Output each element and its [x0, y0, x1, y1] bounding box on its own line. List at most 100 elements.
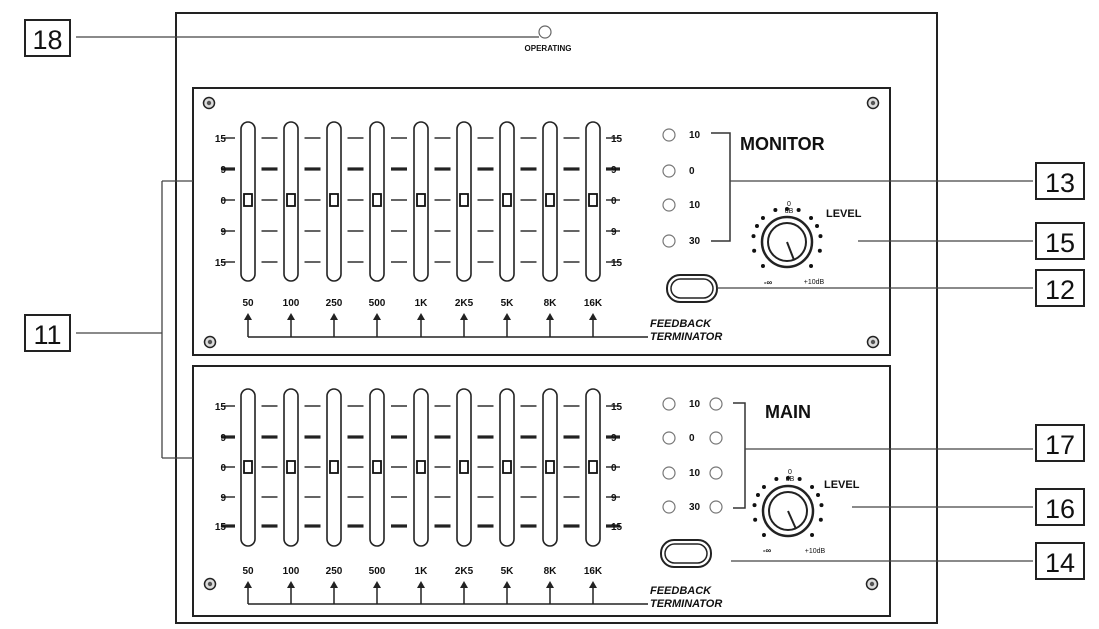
eq-frequency-label: 8K — [544, 298, 558, 309]
eq-arrow-head — [589, 313, 597, 320]
main-led-left — [662, 466, 676, 480]
eq-scale-label-left: 15 — [215, 258, 227, 269]
eq-slider-handle[interactable] — [502, 193, 512, 207]
screw-center — [870, 339, 876, 345]
knob-scale-dot — [774, 477, 779, 482]
eq-scale-label-left: 9 — [220, 165, 226, 176]
eq-scale-label-right: 9 — [611, 165, 617, 176]
eq-slider-handle[interactable] — [545, 460, 555, 474]
main-led-left — [662, 397, 676, 411]
eq-arrow-head — [546, 581, 554, 588]
main-feedback-label: FEEDBACK — [650, 585, 712, 597]
eq-scale-label-left: 9 — [220, 493, 226, 504]
main-led-label-10: 10 — [689, 399, 701, 410]
main-panel — [192, 365, 891, 617]
eq-slider-handle[interactable] — [459, 193, 469, 207]
eq-slider-handle[interactable] — [329, 460, 339, 474]
outer-housing — [175, 12, 938, 624]
callout-17: 17 — [1035, 424, 1085, 462]
eq-scale-label-right: 0 — [611, 196, 617, 207]
eq-slider-handle[interactable] — [243, 193, 253, 207]
operating-led — [538, 25, 552, 39]
eq-slider-handle[interactable] — [286, 460, 296, 474]
eq-arrow-head — [287, 581, 295, 588]
knob-scale-dot — [753, 517, 758, 522]
monitor-knob-top-unit: dB — [785, 208, 794, 215]
eq-frequency-label: 5K — [501, 566, 515, 577]
eq-scale-label-right: 15 — [611, 402, 623, 413]
eq-arrow-head — [460, 313, 468, 320]
eq-slider-handle[interactable] — [372, 193, 382, 207]
eq-slider-handle[interactable] — [502, 460, 512, 474]
monitor-led-label-30: 30 — [689, 236, 701, 247]
callout-14: 14 — [1035, 542, 1085, 580]
eq-slider-handle[interactable] — [243, 460, 253, 474]
eq-arrow-head — [373, 313, 381, 320]
eq-frequency-label: 50 — [242, 566, 254, 577]
main-feedback-terminator-button-inner — [664, 543, 708, 564]
eq-slider-handle[interactable] — [459, 460, 469, 474]
main-led-right — [709, 431, 723, 445]
eq-scale-label-left: 15 — [215, 402, 227, 413]
screw-center — [869, 581, 875, 587]
callout-11-label: 11 — [33, 320, 61, 350]
knob-scale-dot — [785, 207, 789, 211]
eq-slider-handle[interactable] — [329, 193, 339, 207]
eq-slider-handle[interactable] — [416, 193, 426, 207]
main-led-left — [662, 500, 676, 514]
main-level-knob — [761, 484, 815, 538]
main-knob-top: 0 — [788, 469, 792, 476]
eq-frequency-label: 5K — [501, 298, 515, 309]
eq-arrow-head — [460, 581, 468, 588]
knob-scale-dot — [761, 484, 766, 489]
knob-scale-dot — [751, 234, 756, 239]
callout-14-label: 14 — [1045, 548, 1075, 578]
eq-scale-label-left: 9 — [220, 227, 226, 238]
knob-scale-dot — [810, 533, 815, 538]
main-terminator-label: TERMINATOR — [650, 598, 722, 610]
eq-slider-handle[interactable] — [416, 460, 426, 474]
main-led-label-0: 0 — [689, 433, 695, 444]
callout-11: 11 — [24, 314, 71, 352]
monitor-led-label-10b: 10 — [689, 200, 701, 211]
eq-arrow-head — [417, 313, 425, 320]
panel-screws — [202, 96, 880, 591]
screw-center — [207, 339, 213, 345]
eq-arrow-head — [589, 581, 597, 588]
eq-frequency-label: 1K — [415, 298, 429, 309]
eq-scale-label-right: 15 — [611, 522, 623, 533]
monitor-led-0 — [662, 164, 676, 178]
knob-scale-dot — [815, 224, 820, 229]
eq-slider-handle[interactable] — [372, 460, 382, 474]
callout-13: 13 — [1035, 162, 1085, 200]
eq-scale-label-right: 9 — [611, 493, 617, 504]
eq-slider-handle[interactable] — [588, 460, 598, 474]
main-led-right — [709, 500, 723, 514]
monitor-led-10 — [662, 128, 676, 142]
eq-slider-handle[interactable] — [286, 193, 296, 207]
callout-12: 12 — [1035, 269, 1085, 307]
knob-scale-dot — [809, 264, 814, 269]
eq-arrow-head — [244, 581, 252, 588]
main-led-right — [709, 397, 723, 411]
eq-slider-handle[interactable] — [545, 193, 555, 207]
eq-scale-label-left: 15 — [215, 134, 227, 145]
main-title: MAIN — [765, 402, 811, 422]
callout-15: 15 — [1035, 222, 1085, 260]
eq-frequency-label: 500 — [369, 566, 386, 577]
eq-frequency-label: 2K5 — [455, 298, 474, 309]
eq-slider-handle[interactable] — [588, 193, 598, 207]
eq-arrow-head — [330, 313, 338, 320]
eq-frequency-label: 16K — [584, 298, 603, 309]
main-led-bracket — [733, 402, 746, 509]
callout-16-label: 16 — [1045, 494, 1075, 524]
monitor-knob-max: +10dB — [804, 279, 825, 286]
screw-center — [207, 581, 213, 587]
knob-scale-dot — [752, 503, 757, 508]
main-knob-top-unit: dB — [786, 476, 795, 483]
callout-15-label: 15 — [1045, 228, 1075, 258]
main-feedback-terminator-button[interactable] — [660, 539, 712, 568]
callout-17-label: 17 — [1045, 430, 1075, 460]
eq-scale-label-right: 0 — [611, 463, 617, 474]
monitor-knob-min: -∞ — [764, 278, 773, 287]
